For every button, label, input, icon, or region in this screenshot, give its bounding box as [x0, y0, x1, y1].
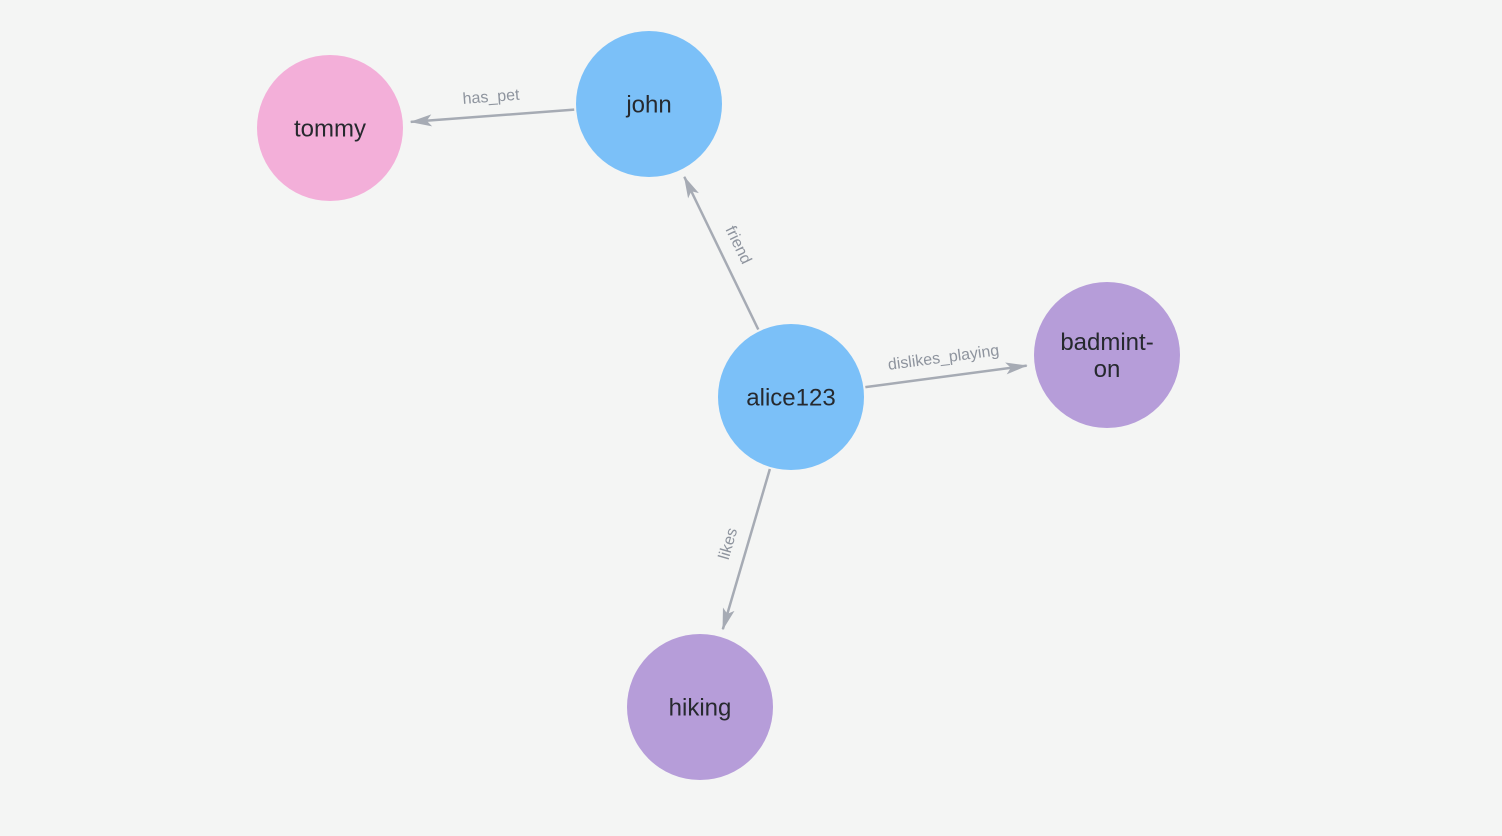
edge-label: likes — [716, 526, 741, 562]
edge-arrow — [865, 362, 1028, 389]
edge-label: friend — [722, 223, 755, 266]
node-label: alice123 — [746, 385, 835, 412]
node-badminton[interactable]: badmint-on — [1034, 282, 1180, 428]
node-label: tommy — [294, 116, 366, 143]
edge-arrow — [409, 108, 575, 127]
node-circle — [576, 31, 722, 177]
node-circle — [1034, 282, 1180, 428]
node-label: hiking — [669, 695, 732, 722]
node-circle — [718, 324, 864, 470]
nodes-layer: tommy john alice123 badmint-on hiking — [257, 31, 1180, 780]
node-circle — [627, 634, 773, 780]
node-tommy[interactable]: tommy — [257, 55, 403, 201]
edge-label: has_pet — [462, 87, 521, 108]
edge-friend[interactable]: friend — [683, 175, 760, 331]
edge-label: dislikes_playing — [887, 342, 1000, 374]
edge-has_pet[interactable]: has_pet — [409, 87, 575, 127]
edge-likes[interactable]: likes — [716, 468, 772, 631]
edge-dislikes_playing[interactable]: dislikes_playing — [865, 342, 1028, 389]
node-hiking[interactable]: hiking — [627, 634, 773, 780]
edge-arrow — [721, 468, 772, 631]
node-label: john — [625, 92, 671, 119]
node-label: badmint-on — [1060, 329, 1153, 383]
node-alice123[interactable]: alice123 — [718, 324, 864, 470]
node-circle — [257, 55, 403, 201]
node-john[interactable]: john — [576, 31, 722, 177]
edge-arrow — [683, 175, 760, 331]
